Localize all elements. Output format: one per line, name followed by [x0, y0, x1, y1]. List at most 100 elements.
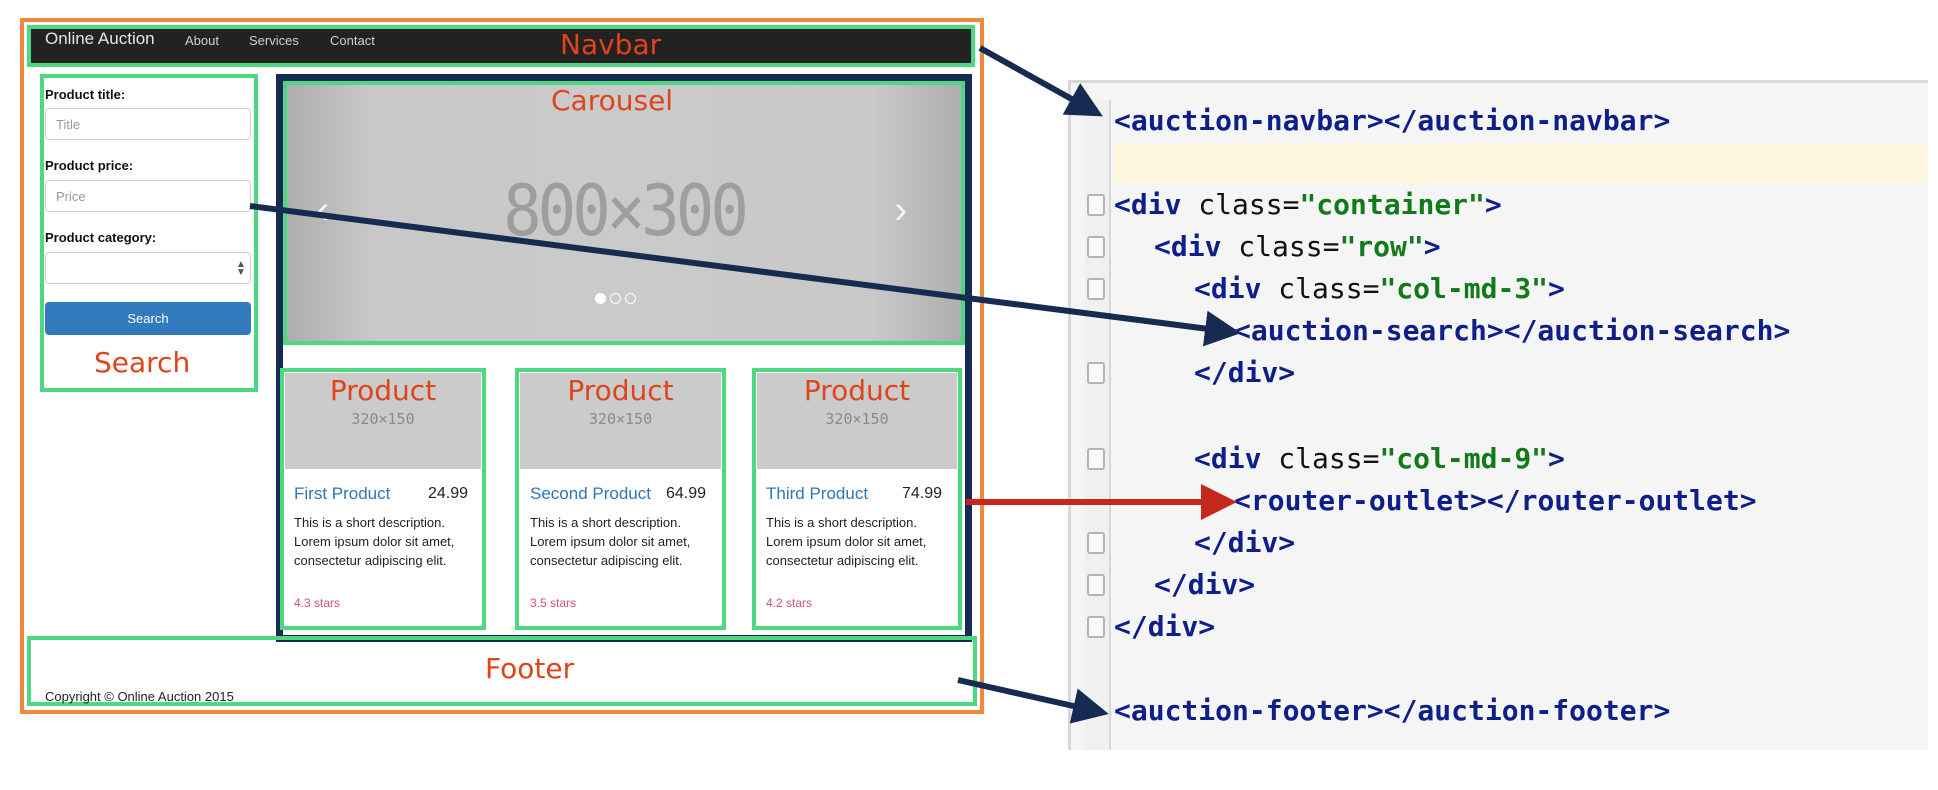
code-attr: class=	[1261, 442, 1380, 475]
code-tag: </div>	[1114, 610, 1216, 643]
code-line-col-md-9[interactable]: <div class="col-md-9">	[1194, 442, 1565, 476]
carousel-image-size: 800×300	[503, 171, 749, 253]
product-title-label: Product title:	[45, 87, 126, 102]
code-tag: </div>	[1154, 568, 1256, 601]
carousel-prev-icon[interactable]: ‹	[316, 188, 330, 232]
nav-link-about[interactable]: About	[185, 33, 219, 48]
search-annotation: Search	[94, 346, 191, 379]
code-attr: class=	[1221, 230, 1340, 263]
product-category-label: Product category:	[45, 230, 157, 245]
code-tag: </auction-footer>	[1383, 694, 1671, 727]
code-tag: <auction-search>	[1234, 314, 1504, 347]
code-tag: </auction-navbar>	[1383, 104, 1671, 137]
product-rating: 4.2 stars	[766, 596, 813, 610]
code-line-close-div[interactable]: </div>	[1114, 610, 1215, 644]
code-tag: >	[1548, 272, 1565, 305]
code-tag: <auction-navbar>	[1114, 104, 1384, 137]
product-rating: 3.5 stars	[530, 596, 577, 610]
code-line-container[interactable]: <div class="container">	[1114, 188, 1502, 222]
code-tag: <div	[1194, 272, 1262, 305]
code-tag: >	[1484, 188, 1502, 221]
product-name[interactable]: Third Product	[766, 484, 869, 503]
fold-close-icon[interactable]	[1087, 574, 1105, 596]
code-tag: <auction-footer>	[1114, 694, 1384, 727]
footer-annotation: Footer	[485, 652, 575, 685]
product-description: This is a short description. Lorem ipsum…	[294, 515, 455, 568]
code-value: "row"	[1339, 230, 1424, 263]
product-category-select[interactable]	[45, 252, 251, 284]
product-price: 74.99	[902, 485, 943, 502]
nav-link-contact[interactable]: Contact	[330, 33, 375, 48]
code-attr: class=	[1261, 272, 1380, 305]
product-rating: 4.3 stars	[294, 596, 341, 610]
code-line-close-div[interactable]: </div>	[1194, 356, 1295, 390]
code-line-row[interactable]: <div class="row">	[1154, 230, 1441, 264]
fold-open-icon[interactable]	[1087, 194, 1105, 216]
code-line-footer[interactable]: <auction-footer></auction-footer>	[1114, 694, 1670, 728]
product-annotation: Product	[567, 374, 674, 407]
navbar	[27, 25, 975, 67]
footer	[27, 636, 977, 706]
product-description: This is a short description. Lorem ipsum…	[530, 515, 691, 568]
product-annotation: Product	[329, 374, 437, 407]
product-name[interactable]: First Product	[294, 484, 391, 503]
code-line-close-div[interactable]: </div>	[1154, 568, 1255, 602]
product-name[interactable]: Second Product	[530, 484, 651, 503]
product-price-label: Product price:	[45, 158, 134, 173]
product-price: 24.99	[428, 485, 469, 502]
product-price: 64.99	[666, 485, 707, 502]
code-tag: >	[1548, 442, 1565, 475]
fold-close-icon[interactable]	[1087, 532, 1105, 554]
navbar-annotation: Navbar	[560, 28, 662, 61]
fold-close-icon[interactable]	[1087, 616, 1105, 638]
current-line-highlight	[1114, 144, 1928, 184]
code-editor-panel	[1068, 80, 1928, 750]
code-tag: </div>	[1194, 356, 1296, 389]
search-component	[40, 74, 258, 392]
carousel-indicator[interactable]	[610, 293, 621, 304]
carousel-annotation: Carousel	[551, 84, 674, 117]
product-annotation: Product	[803, 374, 911, 407]
code-tag: <div	[1114, 188, 1182, 221]
code-line-navbar[interactable]: <auction-navbar></auction-navbar>	[1114, 104, 1670, 138]
fold-open-icon[interactable]	[1087, 278, 1105, 300]
product-thumbnail	[757, 373, 957, 469]
code-attr: class=	[1181, 188, 1300, 221]
code-line-close-div[interactable]: </div>	[1194, 526, 1295, 560]
product-thumb-size: 320×150	[351, 410, 415, 428]
product-price-input[interactable]: Price	[45, 180, 251, 212]
product-thumb-size: 320×150	[588, 410, 653, 428]
code-tag: >	[1423, 230, 1441, 263]
code-tag: <div	[1194, 442, 1262, 475]
nav-link-services[interactable]: Services	[249, 33, 299, 48]
navbar-brand[interactable]: Online Auction	[45, 29, 155, 48]
copyright-text: Copyright © Online Auction 2015	[45, 689, 234, 704]
search-button[interactable]: Search	[45, 302, 251, 335]
code-tag: <router-outlet>	[1234, 484, 1487, 517]
carousel	[283, 81, 965, 345]
code-value: "container"	[1299, 188, 1485, 221]
product-title-input[interactable]: Title	[45, 108, 251, 140]
product-description: This is a short description. Lorem ipsum…	[766, 515, 927, 568]
code-value: "col-md-3"	[1379, 272, 1549, 305]
carousel-next-icon[interactable]: ›	[894, 188, 908, 232]
carousel-indicator[interactable]	[625, 293, 636, 304]
code-tag: <div	[1154, 230, 1222, 263]
code-line-col-md-3[interactable]: <div class="col-md-3">	[1194, 272, 1565, 306]
product-thumbnail	[285, 373, 481, 469]
carousel-indicator[interactable]	[595, 293, 606, 304]
code-value: "col-md-9"	[1379, 442, 1549, 475]
code-tag: </router-outlet>	[1486, 484, 1757, 517]
fold-open-icon[interactable]	[1087, 448, 1105, 470]
fold-open-icon[interactable]	[1087, 236, 1105, 258]
code-tag: </div>	[1194, 526, 1296, 559]
arrow-navbar	[978, 45, 1103, 117]
product-thumb-size: 320×150	[825, 410, 889, 428]
fold-close-icon[interactable]	[1087, 362, 1105, 384]
code-line-router-outlet[interactable]: <router-outlet></router-outlet>	[1234, 484, 1757, 518]
product-thumbnail	[520, 373, 721, 469]
arrow-search	[249, 203, 1241, 347]
code-line-search[interactable]: <auction-search></auction-search>	[1234, 314, 1790, 348]
select-caret-icon: ▲▼	[236, 259, 246, 278]
